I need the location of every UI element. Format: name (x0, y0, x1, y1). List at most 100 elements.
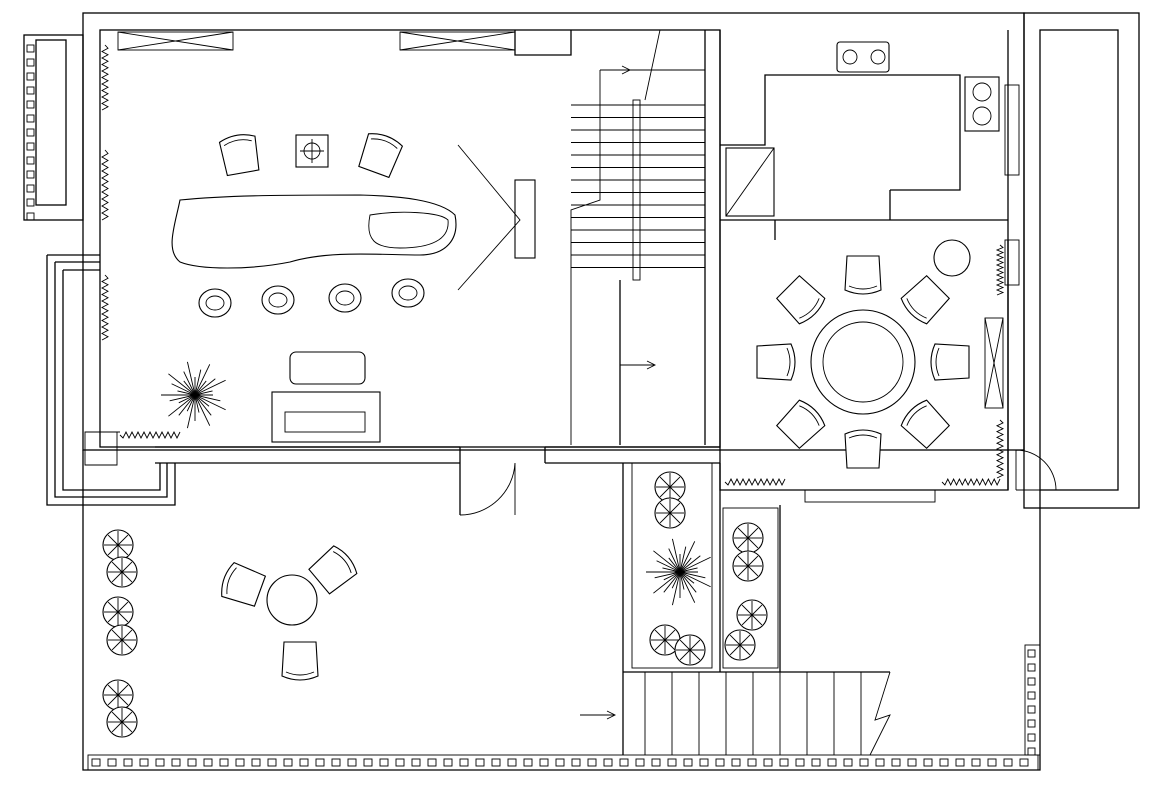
railing-post (987, 758, 997, 767)
shrub-branch (121, 721, 133, 733)
shrub-branch (664, 639, 676, 651)
potted-plant-leaf (663, 571, 681, 581)
shrub-branch (669, 512, 681, 524)
railing-post (26, 142, 35, 151)
terrace-table (266, 574, 318, 626)
shrub-branch (121, 639, 133, 651)
dining-chair (844, 255, 882, 295)
potted-plant-leaf (183, 380, 196, 396)
railing-post (1019, 758, 1029, 767)
potted-plant-leaf (168, 373, 196, 396)
railing-post (91, 758, 101, 767)
doors (459, 449, 1057, 516)
living-chair (218, 134, 260, 177)
shrub-branch (739, 634, 751, 646)
railing-post (971, 758, 981, 767)
railing-post (1027, 691, 1036, 700)
shrub-branch (659, 512, 671, 524)
potted-plant-leaf (194, 394, 212, 416)
radiator (995, 419, 1005, 479)
railing-post (26, 44, 35, 53)
railing-post (187, 758, 197, 767)
railing-post (1027, 677, 1036, 686)
shrub-branch (747, 555, 759, 567)
potted-plant-leaf (671, 571, 681, 589)
shrub-branch (107, 544, 119, 556)
shrub-branch (679, 639, 691, 651)
shrub-branch (121, 629, 133, 641)
railing-post (379, 758, 389, 767)
side-table (933, 239, 971, 277)
radiator (101, 274, 109, 341)
railing-post (315, 758, 325, 767)
potted-plant-leaf (194, 379, 226, 396)
railing-post (26, 72, 35, 81)
potted-plant-leaf (194, 380, 207, 396)
railing-post (699, 758, 709, 767)
shrub-branch (654, 639, 666, 651)
railing-post (251, 758, 261, 767)
shrub-branch (111, 561, 123, 573)
shrub-branch (741, 604, 753, 616)
dining-chair (775, 274, 826, 325)
potted-plant-leaf (186, 394, 196, 429)
shrub-branch (117, 694, 129, 706)
railing-post (26, 156, 35, 165)
shrub-branch (741, 614, 753, 626)
shrub-branch (107, 684, 119, 696)
direction-arrows (580, 65, 657, 720)
stool-cushion (268, 292, 288, 308)
potted-plant-leaf (679, 571, 696, 603)
railing-post (603, 758, 613, 767)
railing-post (795, 758, 805, 767)
railing-post (667, 758, 677, 767)
shrub-branch (654, 629, 666, 641)
shrub-branch (117, 611, 129, 623)
potted-plant-leaf (194, 364, 211, 396)
potted-plant-leaf (186, 394, 196, 412)
potted-plant-leaf (671, 571, 681, 606)
potted-plant-leaf (654, 571, 681, 579)
terrace-chair (308, 545, 358, 595)
potted-plant-leaf (671, 538, 681, 573)
railing-post (539, 758, 549, 767)
shrub-branch (111, 721, 123, 733)
shrub-branch (729, 634, 741, 646)
radiator (941, 477, 1001, 487)
railing-post (155, 758, 165, 767)
potted-plant-leaf (177, 390, 196, 396)
potted-plant-leaf (183, 371, 196, 396)
railing-post (26, 58, 35, 67)
shrub-branch (739, 644, 751, 656)
railing-post (203, 758, 213, 767)
shrub-branch (111, 711, 123, 723)
terrace-chair (281, 641, 319, 681)
railing-post (443, 758, 453, 767)
railing-post (395, 758, 405, 767)
shrub-branch (751, 604, 763, 616)
dining-chair (930, 343, 970, 381)
potted-plant-leaf (668, 548, 681, 573)
railing-post (651, 758, 661, 767)
railing-post (891, 758, 901, 767)
shrub-branch (659, 486, 671, 498)
shrub-branch (737, 537, 749, 549)
potted-plant-leaf (194, 394, 200, 413)
dining-table (810, 309, 916, 415)
potted-plant-leaf (679, 571, 685, 590)
railing-post (939, 758, 949, 767)
potted-plant-leaf (169, 394, 196, 402)
dining-room-furniture (810, 239, 971, 415)
railing-post (26, 128, 35, 137)
potted-plant-leaf (178, 394, 196, 416)
railing-post (571, 758, 581, 767)
piano (271, 391, 381, 443)
railing-post (907, 758, 917, 767)
radiator (101, 149, 109, 221)
railing-post (955, 758, 965, 767)
stool (328, 283, 362, 313)
potted-plant-leaf (679, 571, 695, 584)
shrub-branch (117, 544, 129, 556)
stone-sculpture (171, 194, 457, 269)
